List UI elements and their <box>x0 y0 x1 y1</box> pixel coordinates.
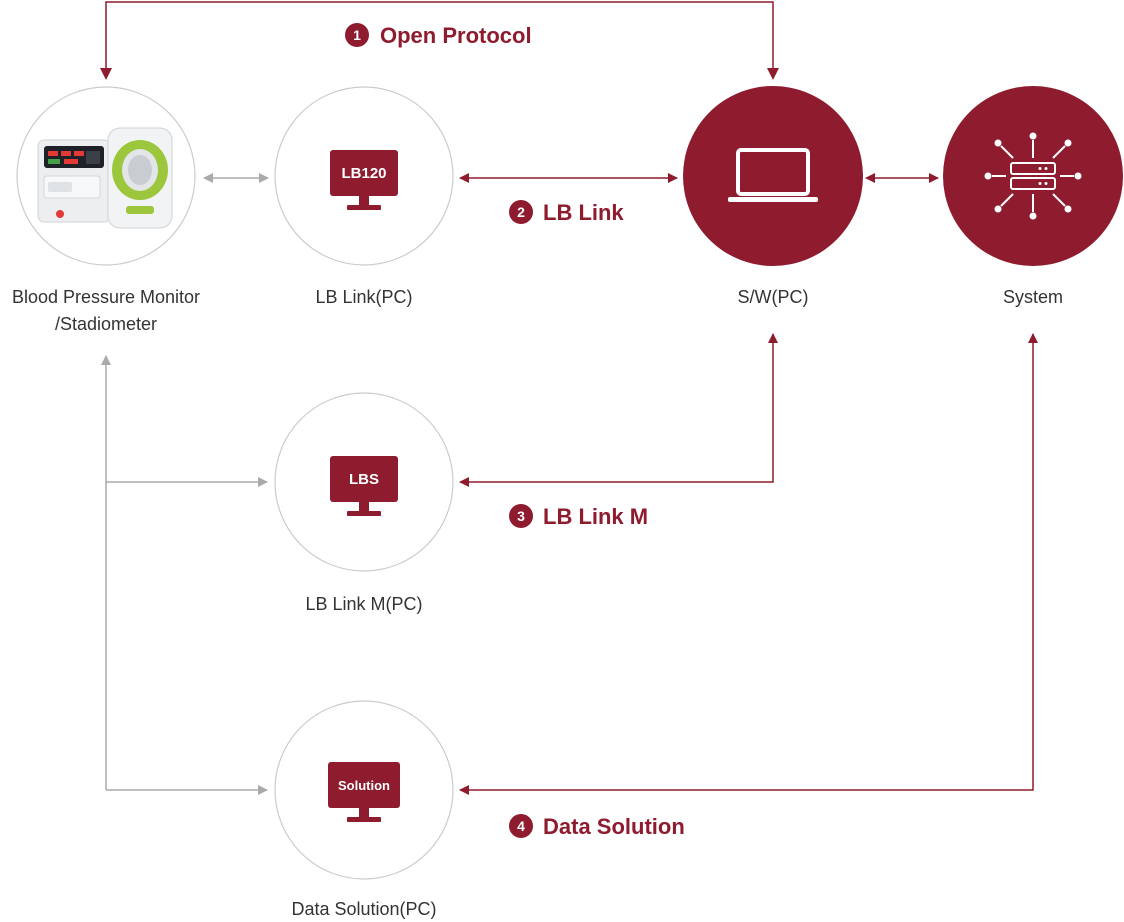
screen-text: LBS <box>349 471 379 488</box>
step-lb-link-m: 3 LB Link M <box>509 504 648 529</box>
screen-text: Solution <box>338 778 390 793</box>
node-label: LB Link(PC) <box>315 287 412 307</box>
node-system: System <box>943 86 1123 307</box>
step-number: 1 <box>353 27 361 43</box>
node-label: Blood Pressure Monitor <box>12 287 200 307</box>
node-lb-link-pc: LB120 LB Link(PC) <box>274 86 454 307</box>
step-number: 3 <box>517 508 525 524</box>
step-label: Open Protocol <box>380 23 532 48</box>
step-label: Data Solution <box>543 814 685 839</box>
node-lb-link-m-pc: LBS LB Link M(PC) <box>274 392 454 614</box>
connectors <box>100 1 1038 795</box>
server-network-icon <box>984 132 1082 220</box>
node-label: Data Solution(PC) <box>291 899 436 919</box>
node-label: LB Link M(PC) <box>305 594 422 614</box>
screen-text: LB120 <box>341 165 386 182</box>
datasolution-to-system-connector <box>459 333 1038 795</box>
open-protocol-connector <box>105 1 774 77</box>
node-bp-monitor: Blood Pressure Monitor /Stadiometer <box>12 86 200 334</box>
lblinkm-to-sw-connector <box>459 333 778 487</box>
monitor-icon: LB120 <box>330 150 398 210</box>
step-number: 2 <box>517 204 525 220</box>
step-lb-link: 2 LB Link <box>509 200 624 225</box>
monitor-icon: Solution <box>328 762 400 822</box>
node-label: S/W(PC) <box>738 287 809 307</box>
step-number: 4 <box>517 818 525 834</box>
open-protocol-arrowhead-left <box>100 68 112 80</box>
laptop-icon <box>728 148 818 202</box>
node-sw-pc: S/W(PC) <box>683 86 863 307</box>
step-label: LB Link M <box>543 504 648 529</box>
node-data-solution-pc: Solution Data Solution(PC) <box>274 700 454 919</box>
monitor-icon: LBS <box>330 456 398 516</box>
open-protocol-arrowhead-right <box>767 68 779 80</box>
node-label: System <box>1003 287 1063 307</box>
blood-pressure-monitor-photo <box>37 127 173 229</box>
step-open-protocol: 1 Open Protocol <box>345 23 532 48</box>
step-data-solution: 4 Data Solution <box>509 814 685 839</box>
node-label: /Stadiometer <box>55 314 157 334</box>
step-label: LB Link <box>543 200 624 225</box>
